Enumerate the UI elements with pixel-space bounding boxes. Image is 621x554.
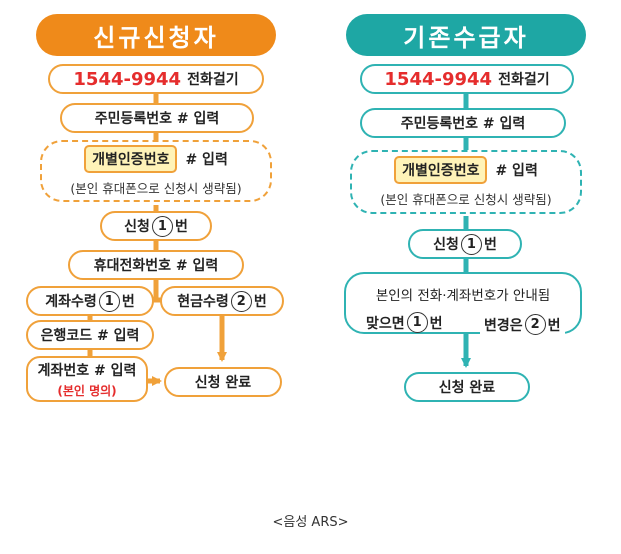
account-owner-note: (본인 명의) [57,383,117,398]
done-label-existing: 신청 완료 [438,380,496,396]
change-suffix: 번 [547,317,561,334]
account-number-label: 계좌번호 # 입력 [37,362,137,379]
account-suffix: 번 [121,294,135,310]
correct-suffix: 번 [429,315,443,332]
correct-prefix: 맞으면 [366,315,405,332]
account-prefix: 계좌수령 [45,294,97,310]
apply-step: 신청 1 번 [100,211,212,241]
bank-code-step: 은행코드 # 입력 [26,320,154,350]
rrn-label: 주민등록번호 # 입력 [94,111,220,127]
cash-suffix: 번 [253,294,267,310]
new-applicant-title: 신규신청자 [93,23,219,52]
change-number-circle: 2 [524,314,546,335]
bank-code-label: 은행코드 # 입력 [40,328,140,344]
phone-number-existing: 1544-9944 [384,68,493,90]
apply-prefix: 신청 [124,219,150,235]
auth-step-existing: 개별인증번호 # 입력 (본인 휴대폰으로 신청시 생략됨) [350,150,582,214]
apply-number-circle: 1 [151,215,173,237]
change-prefix: 변경은 [484,317,523,334]
correct-number-circle: 1 [406,312,428,333]
mobile-step: 휴대전화번호 # 입력 [68,250,244,280]
cash-prefix: 현금수령 [177,294,229,310]
apply-prefix-existing: 신청 [433,237,459,253]
phone-number: 1544-9944 [73,68,182,90]
apply-step-existing: 신청 1 번 [408,229,522,259]
apply-suffix: 번 [174,219,188,235]
call-label-existing: 전화걸기 [498,72,550,88]
correct-option: 맞으면 1 번 [366,312,443,333]
new-applicant-header: 신규신청자 [36,14,276,56]
auth-note: (본인 휴대폰으로 신청시 생략됨) [70,181,242,196]
new-apply-done: 신청 완료 [164,367,282,397]
change-option: 변경은 2 번 [480,314,565,335]
auth-note-existing: (본인 휴대폰으로 신청시 생략됨) [380,192,552,207]
cash-receive-step: 현금수령 2 번 [160,286,284,316]
done-label: 신청 완료 [194,375,252,391]
call-step-existing: 1544-9944 전화걸기 [360,64,574,94]
auth-step: 개별인증번호 # 입력 (본인 휴대폰으로 신청시 생략됨) [40,140,272,202]
call-label: 전화걸기 [187,72,239,88]
mobile-label: 휴대전화번호 # 입력 [93,258,219,274]
auth-number-highlight: 개별인증번호 [84,145,178,173]
rrn-step-existing: 주민등록번호 # 입력 [360,108,566,138]
auth-suffix: # 입력 [185,152,228,168]
auth-suffix-existing: # 입력 [495,163,538,179]
apply-number-circle-existing: 1 [460,233,482,255]
auth-number-highlight-existing: 개별인증번호 [394,156,488,184]
cash-number-circle: 2 [230,290,252,312]
apply-suffix-existing: 번 [483,237,497,253]
existing-recipient-header: 기존수급자 [346,14,586,56]
account-number-step: 계좌번호 # 입력 (본인 명의) [26,356,148,402]
guide-step: 본인의 전화·계좌번호가 안내됨 맞으면 1 번 [344,272,582,334]
rrn-step: 주민등록번호 # 입력 [60,103,254,133]
account-number-circle: 1 [98,290,120,312]
caption-voice-ars: <음성 ARS> [272,515,349,530]
rrn-label-existing: 주민등록번호 # 입력 [400,116,526,132]
call-step: 1544-9944 전화걸기 [48,64,264,94]
guide-label: 본인의 전화·계좌번호가 안내됨 [375,288,551,304]
existing-recipient-title: 기존수급자 [403,23,529,52]
existing-apply-done: 신청 완료 [404,372,530,402]
account-receive-step: 계좌수령 1 번 [26,286,154,316]
